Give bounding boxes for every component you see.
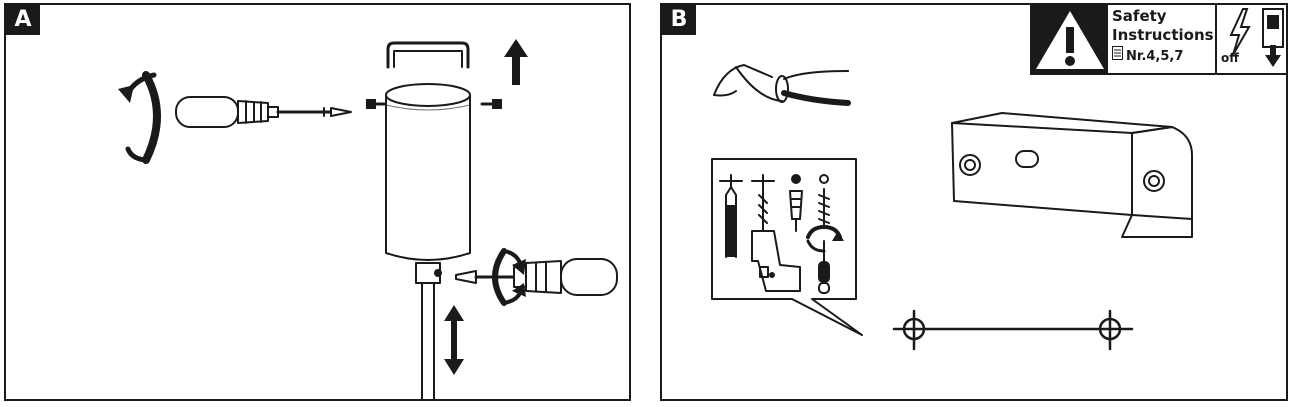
- mounting-clip: [386, 41, 470, 69]
- screwdriver-icon: [175, 96, 352, 128]
- panel-a: A: [4, 3, 631, 401]
- document-icon: [1112, 46, 1123, 67]
- lamp-collar-and-rod: [415, 262, 442, 399]
- safety-reference: Nr.4,5,7: [1126, 49, 1184, 64]
- safety-divider: [1215, 5, 1217, 73]
- lamp-cylinder-housing: [385, 83, 471, 261]
- warning-triangle-icon: [1032, 5, 1108, 73]
- screw-right: [480, 99, 502, 109]
- screw-left: [366, 99, 386, 109]
- panel-a-illustration: [118, 39, 618, 399]
- drill-icon: [751, 174, 801, 292]
- pencil-icon: [719, 174, 743, 258]
- safety-title-line1: Safety: [1112, 7, 1167, 25]
- safety-instructions-box: Safety Instructions Nr.4,5,7: [1030, 5, 1286, 75]
- panel-b-label: B: [662, 5, 696, 35]
- safety-instructions-text: Safety Instructions Nr.4,5,7: [1112, 7, 1214, 67]
- dowel-icon: [789, 174, 803, 232]
- rotation-arrow-icon: [492, 248, 526, 306]
- wall-mounting-bracket: [951, 112, 1193, 238]
- safety-title-line2: Instructions: [1112, 26, 1214, 44]
- lift-up-arrow-icon: [504, 39, 528, 85]
- height-adjust-arrow-icon: [444, 305, 464, 375]
- screwdriver-icon: [455, 258, 618, 296]
- panel-a-label: A: [6, 5, 40, 35]
- panel-b-illustration: [711, 64, 1193, 351]
- power-cable: [713, 64, 851, 106]
- drill-hole-pattern: [892, 309, 1134, 351]
- panel-b: B Safety Instructions Nr.4,: [660, 3, 1288, 401]
- rotation-arrow-icon: [118, 71, 161, 164]
- switch-off-label: off: [1221, 51, 1239, 65]
- screw-and-screwdriver-icon: [806, 174, 844, 294]
- power-switch-off-icon: off: [1217, 5, 1286, 73]
- safety-reference-row: Nr.4,5,7: [1112, 46, 1212, 67]
